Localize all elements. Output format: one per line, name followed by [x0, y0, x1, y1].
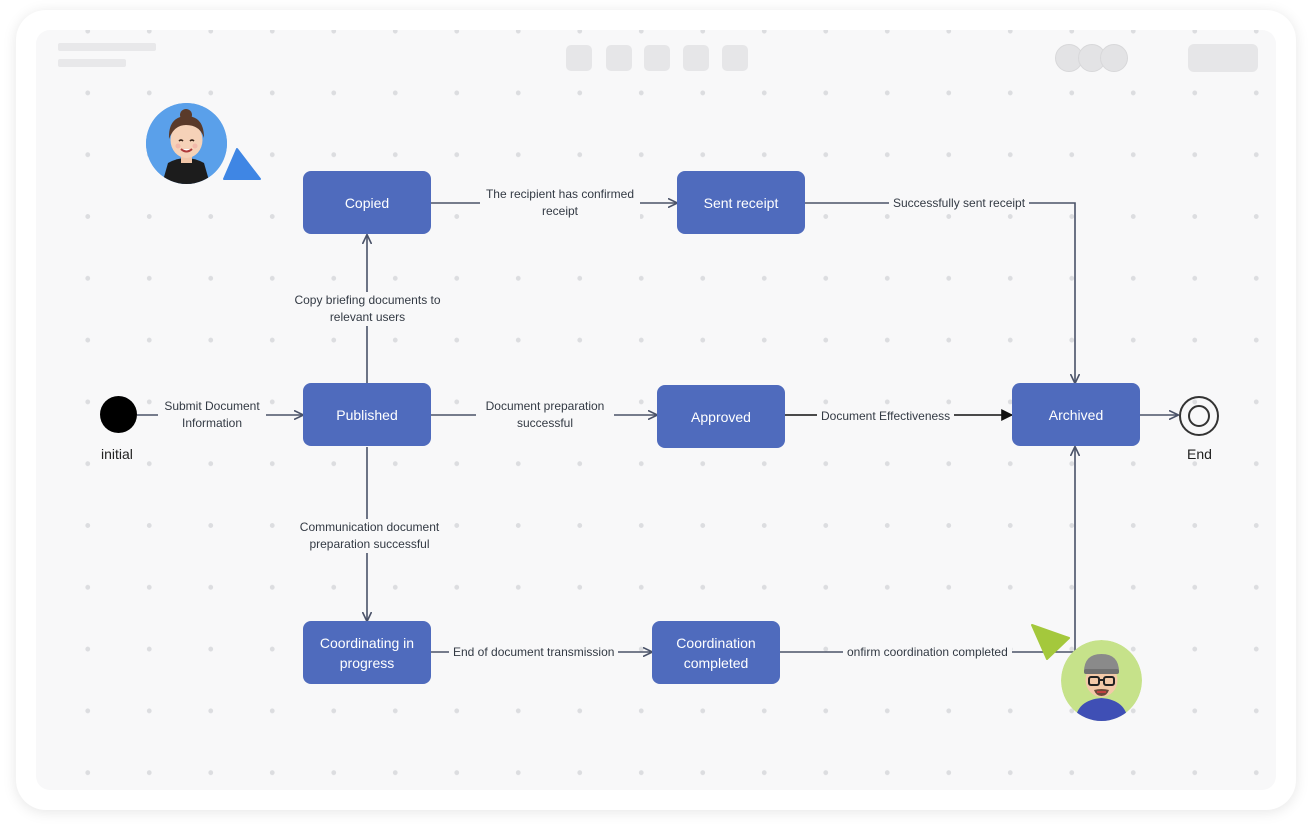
subtitle-placeholder	[58, 59, 126, 67]
initial-state-label: initial	[101, 446, 133, 462]
edge-label-comm-prep: Communication document preparation succe…	[288, 519, 451, 553]
toolbar-button-3[interactable]	[644, 45, 670, 71]
final-state-ring[interactable]	[1179, 396, 1219, 436]
edge-label-confirmed-receipt: The recipient has confirmed receipt	[480, 186, 640, 220]
cursor-blue-icon	[223, 148, 261, 180]
title-placeholder	[58, 43, 156, 51]
collaborator-avatar-placeholder[interactable]	[1100, 44, 1128, 72]
initial-state-dot[interactable]	[100, 396, 137, 433]
toolbar-button-4[interactable]	[683, 45, 709, 71]
avatar-woman-icon	[146, 103, 227, 184]
toolbar-button-2[interactable]	[606, 45, 632, 71]
avatar-man-glasses-icon	[1061, 640, 1142, 721]
edge-label-copy-briefing: Copy briefing documents to relevant user…	[286, 292, 449, 326]
edge-label-confirm-coordination: onfirm coordination completed	[843, 644, 1012, 661]
state-coordination-completed[interactable]: Coordination completed	[652, 621, 780, 684]
edge-label-end-transmission: End of document transmission	[449, 644, 619, 661]
state-archived[interactable]: Archived	[1012, 383, 1140, 446]
edge-label-prep-successful: Document preparation successful	[476, 398, 614, 432]
state-sent-receipt[interactable]: Sent receipt	[677, 171, 805, 234]
final-state-label: End	[1187, 446, 1212, 462]
edge-label-submit: Submit Document Information	[158, 398, 266, 432]
state-coordinating[interactable]: Coordinating in progress	[303, 621, 431, 684]
toolbar-button-1[interactable]	[566, 45, 592, 71]
edge-label-sent-receipt: Successfully sent receipt	[889, 195, 1030, 212]
edge-sent-receipt-archived	[805, 202, 1075, 383]
toolbar-button-5[interactable]	[722, 45, 748, 71]
state-approved[interactable]: Approved	[657, 385, 785, 448]
toolbar-placeholder	[36, 30, 1276, 86]
edge-label-effectiveness: Document Effectiveness	[817, 408, 955, 425]
state-published[interactable]: Published	[303, 383, 431, 446]
share-button-placeholder[interactable]	[1188, 44, 1258, 72]
state-copied[interactable]: Copied	[303, 171, 431, 234]
cursor-green-icon	[1031, 624, 1070, 660]
